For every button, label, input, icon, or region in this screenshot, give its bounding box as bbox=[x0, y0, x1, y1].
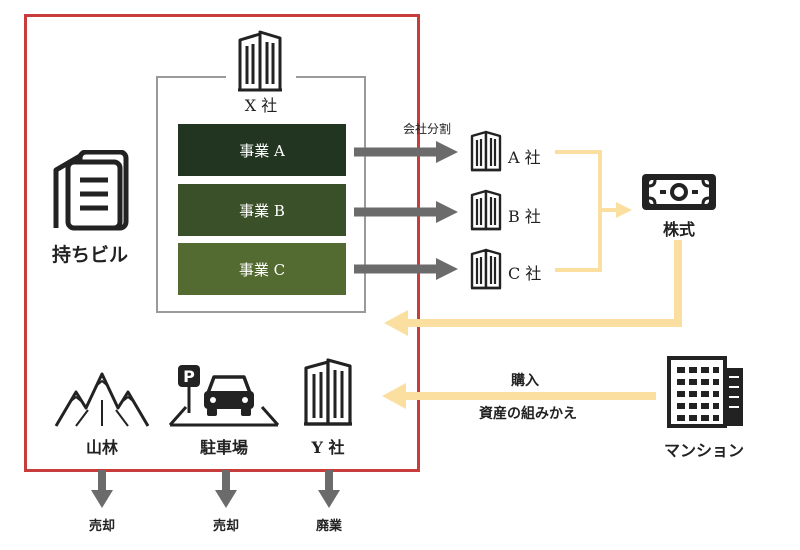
own-building-label: 持ちビル bbox=[51, 244, 128, 266]
stock-flow-arrows bbox=[384, 150, 682, 336]
y-company-building-icon bbox=[302, 358, 354, 426]
purchase-label: 購入 bbox=[511, 373, 539, 389]
parking-sign-letter: P bbox=[183, 367, 195, 386]
company-b-label: B 社 bbox=[508, 207, 541, 226]
company-c-label: C 社 bbox=[508, 264, 542, 283]
x-company-label: X 社 bbox=[244, 96, 278, 115]
business-a-label: 事業 A bbox=[239, 141, 285, 160]
business-b-box: 事業 B bbox=[178, 184, 346, 236]
condo-label: マンション bbox=[663, 441, 744, 460]
outcome-arrows bbox=[91, 470, 340, 508]
company-c-building-icon bbox=[470, 248, 502, 290]
y-company-label: Y 社 bbox=[311, 438, 345, 457]
business-c-box: 事業 C bbox=[178, 243, 346, 295]
spinoff-label: 会社分割 bbox=[402, 122, 451, 136]
parking-label: 駐車場 bbox=[199, 438, 248, 457]
business-b-label: 事業 B bbox=[239, 201, 285, 220]
mountain-icon bbox=[54, 370, 150, 428]
rebalance-label: 資産の組みかえ bbox=[479, 406, 577, 422]
parking-car-icon: P bbox=[168, 363, 280, 429]
y-company-outcome-label: 廃業 bbox=[315, 519, 342, 534]
company-b-building-icon bbox=[470, 189, 502, 231]
office-building-icon bbox=[236, 30, 284, 92]
own-building-icon bbox=[50, 150, 132, 232]
spinoff-arrows bbox=[354, 141, 458, 280]
business-c-label: 事業 C bbox=[238, 260, 286, 279]
purchase-arrow bbox=[382, 383, 656, 409]
apartment-icon bbox=[666, 355, 746, 429]
company-a-building-icon bbox=[470, 130, 502, 172]
money-bill-icon bbox=[640, 172, 718, 212]
parking-outcome-label: 売却 bbox=[212, 519, 239, 534]
forest-outcome-label: 売却 bbox=[88, 519, 115, 534]
business-a-box: 事業 A bbox=[178, 124, 346, 176]
forest-label: 山林 bbox=[85, 438, 118, 457]
company-a-label: A 社 bbox=[508, 148, 541, 167]
stock-label: 株式 bbox=[662, 220, 695, 239]
